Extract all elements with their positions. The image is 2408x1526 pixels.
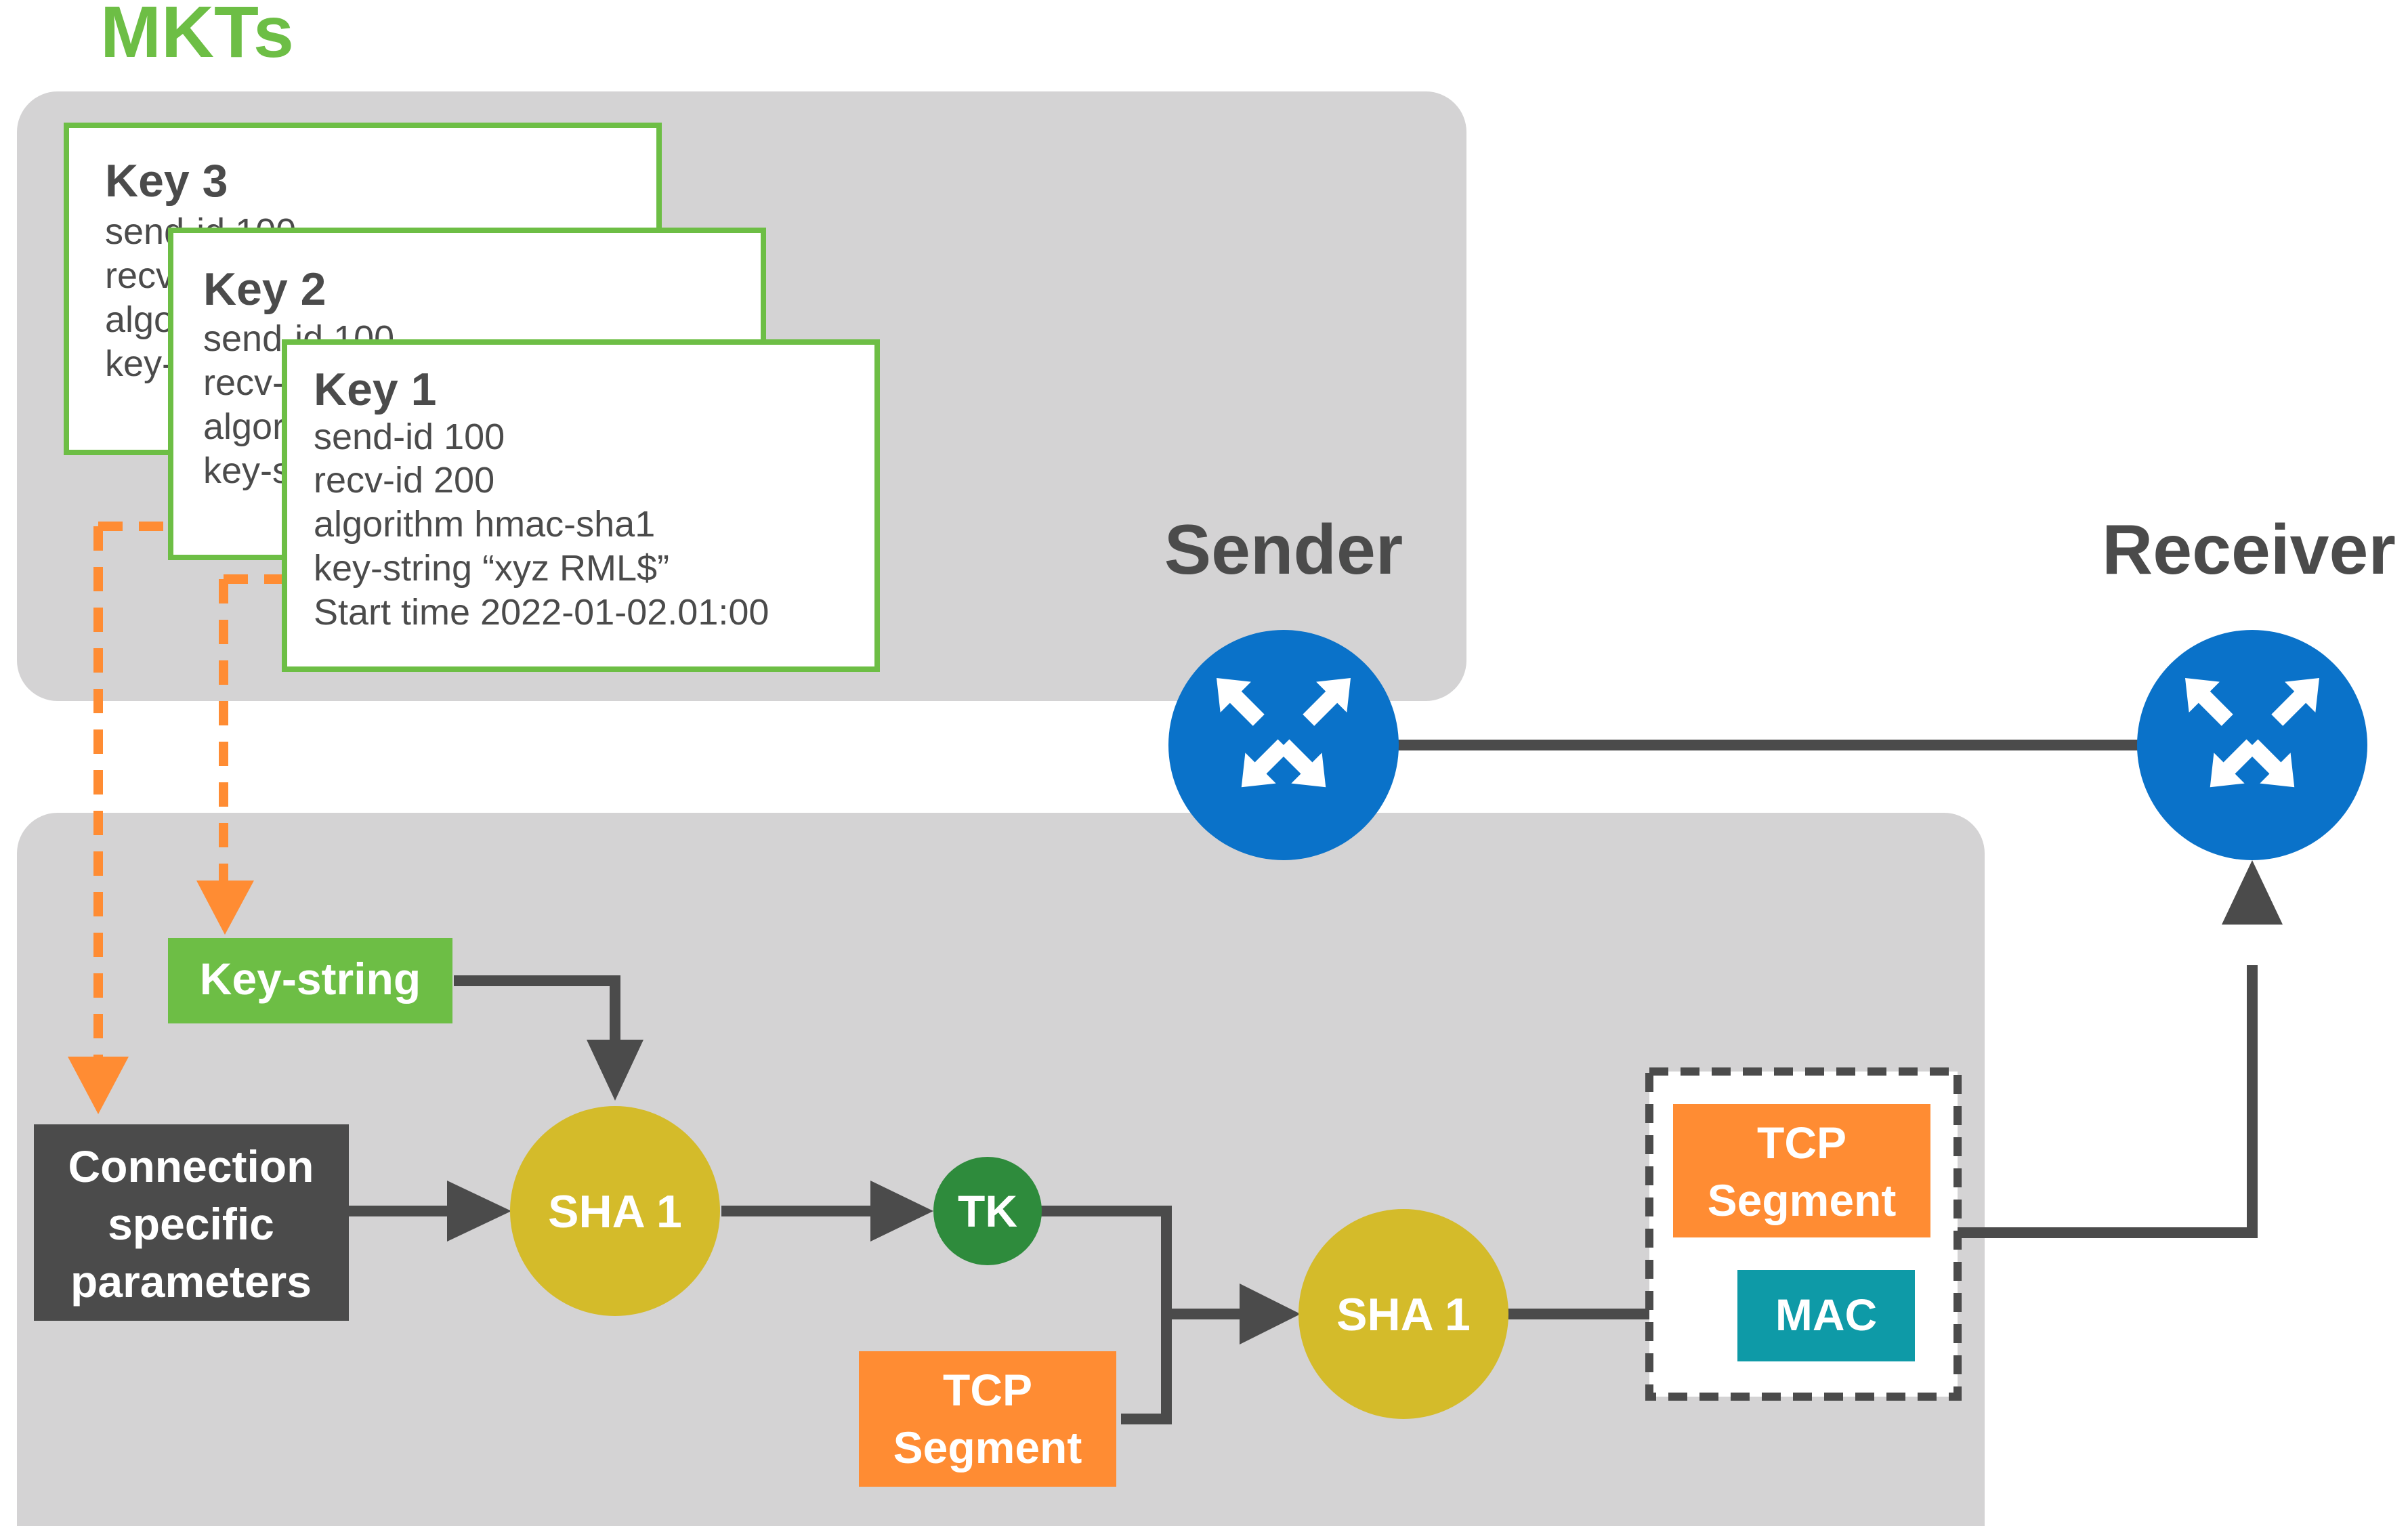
sha1-node-second[interactable]: SHA 1 <box>1298 1209 1508 1419</box>
orange-arrowhead-keystring <box>196 881 254 935</box>
orange-arrowhead-connection <box>68 1057 129 1114</box>
receiver-label: Receiver <box>2102 511 2396 589</box>
connection-label-line-2: specific <box>108 1199 274 1249</box>
tcp-output-line-2: Segment <box>1708 1175 1897 1225</box>
tcp-input-line-1: TCP <box>943 1365 1032 1415</box>
receiver-router[interactable] <box>2137 630 2367 860</box>
sender-label: Sender <box>1164 511 1403 589</box>
tcp-input-line-2: Segment <box>893 1422 1082 1472</box>
connection-label-line-3: parameters <box>70 1256 312 1307</box>
tk-label: TK <box>958 1186 1017 1236</box>
flow-connectors <box>349 965 2258 1424</box>
key-1-title: Key 1 <box>314 364 436 415</box>
sha1-first-label: SHA 1 <box>548 1186 682 1237</box>
tcp-output-line-1: TCP <box>1757 1118 1846 1168</box>
tcp-segment-output-box[interactable]: TCP Segment <box>1673 1104 1930 1237</box>
key-1-line-2: recv-id 200 <box>314 460 494 501</box>
tk-node[interactable]: TK <box>933 1157 1042 1265</box>
key-1-line-4: key-string “xyz RML$” <box>314 548 669 589</box>
router-icon <box>1217 678 1351 788</box>
mac-box[interactable]: MAC <box>1737 1270 1915 1361</box>
sender-router[interactable] <box>1168 630 1399 860</box>
mac-label: MAC <box>1775 1290 1877 1340</box>
sha1-second-label: SHA 1 <box>1336 1289 1471 1340</box>
key-1-line-1: send-id 100 <box>314 417 505 457</box>
key-1-line-5: Start time 2022-01-02.01:00 <box>314 592 769 633</box>
mkts-title: MKTs <box>100 0 294 72</box>
key-1-line-3: algorithm hmac-sha1 <box>314 504 655 545</box>
connection-label-line-1: Connection <box>68 1141 314 1191</box>
sha1-node-first[interactable]: SHA 1 <box>510 1106 720 1316</box>
key-3-title: Key 3 <box>105 155 228 207</box>
key-string-box[interactable]: Key-string <box>168 938 452 1023</box>
key-2-title: Key 2 <box>203 263 326 315</box>
key-string-label: Key-string <box>200 954 421 1004</box>
key-card-1[interactable]: Key 1 send-id 100 recv-id 200 algorithm … <box>282 339 880 672</box>
tcp-segment-input-box[interactable]: TCP Segment <box>859 1351 1116 1487</box>
connection-parameters-box[interactable]: Connection specific parameters <box>34 1124 349 1321</box>
router-icon <box>2185 678 2319 788</box>
